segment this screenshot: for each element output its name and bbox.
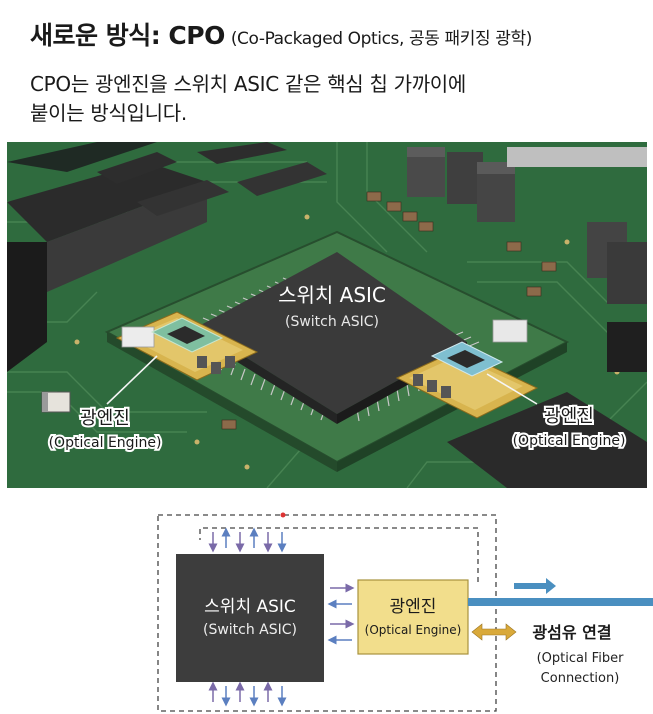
left-engine-callout-line (106, 355, 158, 405)
bottom-right-chip (447, 392, 647, 488)
title-sub: (Co-Packaged Optics, 공동 패키징 광학) (230, 29, 533, 49)
right-optical-engine (395, 319, 539, 419)
pcb-svg: 스위치 ASIC (Switch ASIC) (7, 142, 647, 488)
fiber-label-ko: 광섬유 연결 (532, 623, 611, 642)
asic-label-en: (Switch ASIC) (285, 314, 379, 330)
right-engine-label-en: (Optical Engine) (513, 433, 626, 449)
fiber-label-en-1: (Optical Fiber (537, 651, 625, 666)
description-line-2: 붙이는 방식입니다. (30, 101, 187, 125)
left-optical-engine (115, 311, 259, 381)
right-engine-labels: 광엔진 (Optical Engine) (511, 404, 628, 451)
right-components (407, 147, 647, 372)
left-engine-label-en: (Optical Engine) (49, 435, 162, 451)
package-boundary (157, 514, 497, 712)
bottom-io-arrows (208, 681, 287, 707)
diagram-asic-label-ko: 스위치 ASIC (204, 597, 296, 617)
fiber-label-en-2: Connection) (541, 671, 620, 686)
right-engine-callout-line (486, 373, 538, 405)
left-engine-labels: 광엔진 (Optical Engine) (47, 406, 164, 453)
header: 새로운 방식: CPO(Co-Packaged Optics, 공동 패키징 광… (0, 0, 653, 142)
pcb-illustration: 스위치 ASIC (Switch ASIC) (7, 142, 647, 488)
diagram-engine-label-ko: 광엔진 (390, 597, 437, 617)
right-engine-label-ko: 광엔진 (544, 406, 594, 427)
diagram-asic-label-en: (Switch ASIC) (203, 622, 297, 638)
top-components (97, 142, 327, 216)
left-capacitor (41, 391, 71, 413)
left-engine-label-ko: 광엔진 (80, 408, 130, 429)
optical-fiber (468, 598, 653, 606)
description: CPO는 광엔진을 스위치 ASIC 같은 핵심 칩 가까이에 붙이는 방식입니… (30, 70, 630, 128)
asic-engine-arrows (327, 583, 355, 645)
block-diagram: 스위치 ASIC (Switch ASIC) 광엔진 (Optical Engi… (0, 500, 653, 714)
fiber-connection-arrow (471, 623, 517, 641)
description-line-1: CPO는 광엔진을 스위치 ASIC 같은 핵심 칩 가까이에 (30, 72, 467, 96)
diagram-asic-block (176, 554, 324, 682)
substrate-edge-left (107, 332, 337, 472)
page-title: 새로운 방식: CPO(Co-Packaged Optics, 공동 패키징 광… (30, 16, 532, 52)
asic-label-ko: 스위치 ASIC (278, 283, 386, 307)
title-main: 새로운 방식: CPO (30, 21, 225, 50)
control-path (199, 527, 479, 582)
fiber-output-arrow (514, 578, 556, 594)
diagram-engine-block (357, 579, 469, 655)
diagram-engine-label-en: (Optical Engine) (365, 623, 462, 637)
top-io-arrows (208, 527, 287, 553)
package-marker-dot (280, 512, 286, 518)
block-diagram-svg: 스위치 ASIC (Switch ASIC) 광엔진 (Optical Engi… (157, 512, 653, 712)
